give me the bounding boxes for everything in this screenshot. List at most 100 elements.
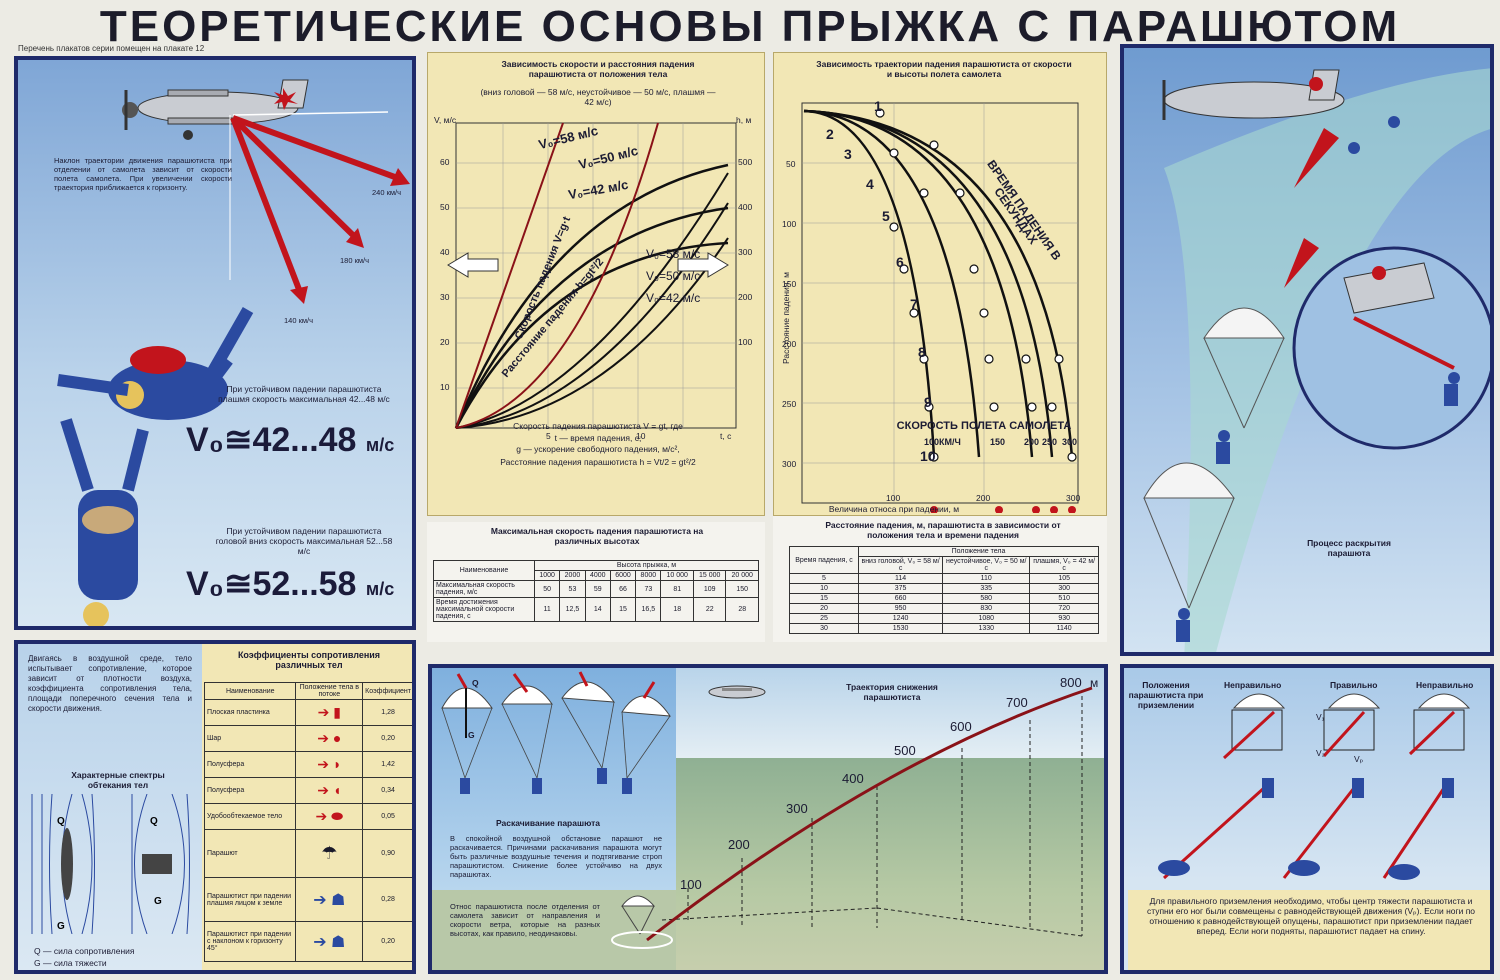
tick-label: 50 — [786, 159, 796, 169]
cell: 110 — [942, 573, 1031, 584]
speed-180: 180 км/ч — [340, 256, 370, 265]
row-name: Максимальная скорость падения, м/с — [433, 580, 535, 598]
chart1-subtitle: (вниз головой — 58 м/с, неустойчивое — 5… — [480, 87, 716, 107]
col-head: неустойчивое, V₀ = 50 м/с — [942, 556, 1031, 574]
chart2-speed-label: СКОРОСТЬ ПОЛЕТА САМОЛЕТА — [896, 420, 1072, 432]
chart1-plot — [447, 122, 737, 429]
table-row: Парашютист при падении плашмя лицом к зе… — [203, 877, 412, 922]
legend-g: G — сила тяжести — [34, 958, 107, 968]
poster-title: ТЕОРЕТИЧЕСКИЕ ОСНОВЫ ПРЫЖКА С ПАРАШЮТОМ — [99, 2, 1401, 51]
row-name: Парашютист при падении плашмя лицом к зе… — [203, 877, 297, 922]
swing-diagram — [441, 671, 672, 794]
coef: 0,20 — [362, 921, 412, 962]
landing-diagram — [1158, 693, 1471, 880]
second-label: 7 — [910, 296, 918, 312]
cell: 105 — [1029, 573, 1099, 584]
parachute-icon: ☂ — [295, 829, 364, 878]
height-label: 100 — [680, 877, 702, 892]
airplane-icon — [122, 79, 309, 140]
col-name: Наименование — [203, 682, 297, 700]
chart1-v42b: V₀=42 м/с — [646, 291, 701, 305]
row-name: Полусфера — [203, 751, 297, 778]
tick-label: 50 — [440, 202, 450, 212]
parachute-icon — [1143, 307, 1285, 609]
tick-label: 300 — [738, 247, 753, 257]
panel-resistance: Двигаясь в воздушной среде, тело испытыв… — [14, 640, 416, 974]
tick-label: 500 — [738, 157, 753, 167]
second-label: 6 — [896, 254, 904, 270]
cell: 15 — [609, 597, 637, 622]
col-head: вниз головой, V₀ = 58 м/с — [857, 556, 944, 574]
cell: 53 — [559, 580, 586, 598]
height-label: 400 — [842, 771, 864, 786]
landing-text-box: Для правильного приземления необходимо, … — [1128, 890, 1490, 970]
cell: 114 — [857, 573, 944, 584]
cell: 18 — [660, 597, 694, 622]
chart2-ylabel: Расстояние падения, м — [781, 272, 791, 364]
svg-text:G: G — [154, 896, 162, 907]
height-label: 800 — [1060, 675, 1082, 690]
tick-label: 200 — [1024, 437, 1040, 447]
cell: 580 — [942, 593, 1031, 604]
panel-exit-trajectory: Наклон траектории движения парашютиста п… — [14, 56, 416, 630]
alt-cell: 15 000 — [692, 570, 727, 581]
parachutist-icon — [460, 768, 632, 794]
airplane-icon — [708, 685, 766, 699]
cell: 109 — [692, 580, 727, 598]
cell: 14 — [584, 597, 611, 622]
tick-label: 20 — [440, 337, 450, 347]
resistance-intro: Двигаясь в воздушной среде, тело испытыв… — [28, 654, 192, 713]
tick-label: 30 — [440, 292, 450, 302]
svg-text:Q: Q — [57, 816, 65, 827]
label-right: Правильно — [1330, 680, 1378, 690]
alt-cell: 6000 — [609, 570, 637, 581]
exit-diagram — [57, 79, 410, 626]
second-label: 4 — [866, 176, 874, 192]
coef-table: Наименование Положение тела в потоке Коэ… — [203, 682, 412, 962]
red-arrow-icon: ➔ ◖ — [295, 777, 364, 804]
flat-formula-value: V₀≅42...48 — [186, 421, 357, 459]
v1-label: V₁ — [1316, 712, 1325, 722]
cell: 5 — [789, 573, 859, 584]
row-name: Удобообтекаемое тело — [203, 803, 297, 830]
cell: 12,5 — [559, 597, 586, 622]
cell: 1240 — [857, 613, 944, 624]
cell: 1080 — [942, 613, 1031, 624]
tick-label: 200 — [738, 292, 753, 302]
row-name: Шар — [203, 725, 297, 752]
series-note: Перечень плакатов серии помещен на плака… — [18, 44, 205, 53]
traj-title: Траектория снижения парашютиста — [846, 682, 938, 702]
tick-label: 10 — [636, 431, 646, 441]
landing-text: Для правильного приземления необходимо, … — [1146, 896, 1476, 936]
table-speed-title: Максимальная скорость падения парашютист… — [490, 526, 704, 546]
cell: 335 — [942, 583, 1031, 594]
cell: 66 — [609, 580, 637, 598]
red-arrow-icon: ➔ ⬬ — [295, 803, 364, 830]
label-wrong-1: Неправильно — [1224, 680, 1282, 690]
chart1-yleft-label: V, м/с — [434, 115, 457, 125]
head-fall-formula: V₀≅52...58 м/с — [186, 564, 394, 604]
coef: 1,28 — [362, 699, 412, 726]
airplane-icon — [1162, 69, 1345, 120]
coef: 0,05 — [362, 803, 412, 830]
table-distance-title: Расстояние падения, м, парашютиста в зав… — [825, 520, 1061, 540]
red-arrow-icon: ➔ ▮ — [295, 699, 364, 726]
row-name: Время достижения максимальной скорости п… — [433, 597, 535, 622]
second-label: 9 — [924, 394, 932, 410]
cell: 720 — [1029, 603, 1099, 614]
speed-140: 140 км/ч — [284, 316, 314, 325]
speed-240: 240 км/ч — [372, 188, 402, 197]
alt-cell: 1000 — [533, 570, 561, 581]
flat-fall-text: При устойчивом падении парашютиста плашм… — [218, 384, 390, 404]
svg-text:G: G — [57, 921, 65, 932]
chart1-formula-3: Расстояние падения парашютиста h = Vt/2 … — [500, 457, 696, 467]
head-fall-text: При устойчивом падении парашютиста голов… — [215, 526, 393, 556]
tick-label: 100 — [886, 493, 901, 503]
swing-g: G — [468, 730, 475, 740]
swing-q: Q — [472, 678, 479, 688]
tick-label: 40 — [440, 247, 450, 257]
chart1-xlabel: t, с — [720, 431, 732, 441]
